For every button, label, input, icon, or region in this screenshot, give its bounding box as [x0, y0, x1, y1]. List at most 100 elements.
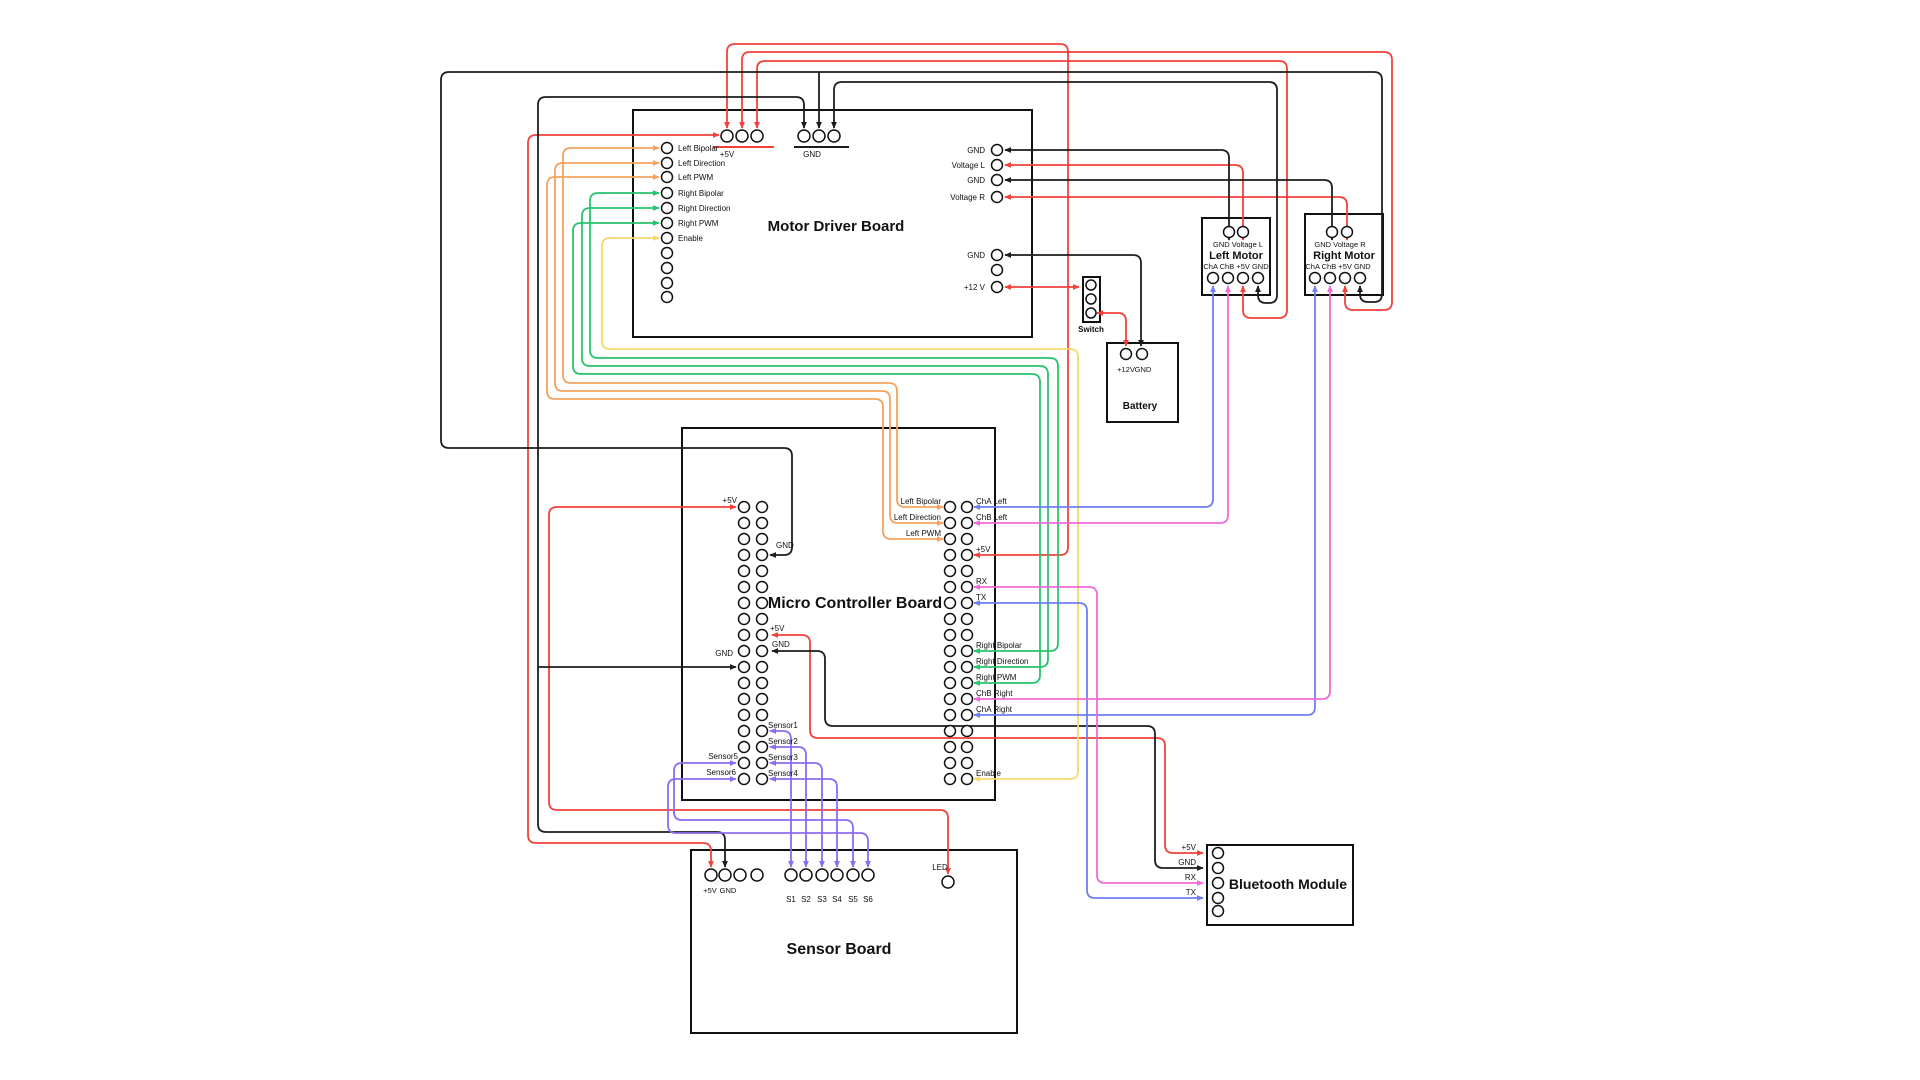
pin	[720, 129, 734, 143]
pin-label: ChA Right	[976, 705, 1013, 714]
pin	[960, 708, 974, 722]
pin	[797, 129, 811, 143]
pin-label: TX	[1186, 888, 1197, 897]
pin	[737, 756, 751, 770]
pin	[737, 612, 751, 626]
pin-label: +5V	[703, 886, 717, 895]
pin-label: Left Direction	[678, 159, 725, 168]
wire-black-16	[1004, 177, 1335, 241]
pin	[861, 868, 875, 882]
pin	[990, 158, 1004, 172]
pin	[1211, 891, 1225, 905]
wire-pink-36	[973, 584, 1204, 886]
pin-label: GND	[967, 251, 985, 260]
pin	[960, 548, 974, 562]
pin	[1236, 225, 1250, 239]
pin	[1251, 271, 1265, 285]
pin	[812, 129, 826, 143]
pin	[960, 772, 974, 786]
pin	[943, 772, 957, 786]
pin	[943, 580, 957, 594]
pin	[755, 628, 769, 642]
pin-label: Right Direction	[976, 657, 1028, 666]
pin	[660, 170, 674, 184]
pin-label: ChB Left	[976, 513, 1008, 522]
pin	[1085, 293, 1097, 305]
pin	[943, 516, 957, 530]
pin	[755, 756, 769, 770]
pin	[943, 548, 957, 562]
wire-purple-27	[769, 744, 809, 868]
pin-label: Enable	[976, 769, 1001, 778]
pin	[1211, 861, 1225, 875]
wire-red-4	[1004, 194, 1350, 241]
pin	[960, 756, 974, 770]
pin	[660, 216, 674, 230]
pin-label: S4	[832, 895, 842, 904]
pin	[960, 580, 974, 594]
battery-label: Battery	[1123, 401, 1158, 412]
pin-label: Left PWM	[678, 173, 713, 182]
pin	[960, 724, 974, 738]
pin-label: Sensor1	[768, 721, 798, 730]
pin	[755, 516, 769, 530]
pin	[990, 263, 1004, 277]
pin	[1211, 904, 1225, 918]
pin	[1353, 271, 1367, 285]
pin-label: +5V	[720, 150, 735, 159]
pin	[990, 143, 1004, 157]
pin	[737, 724, 751, 738]
pin-label: +5V	[723, 496, 738, 505]
pin	[737, 532, 751, 546]
pin	[737, 564, 751, 578]
pin	[733, 868, 747, 882]
pin	[755, 772, 769, 786]
pin-label: Left Bipolar	[678, 144, 719, 153]
wire-red-7	[527, 132, 720, 868]
pin-label: S3	[817, 895, 827, 904]
pin	[1221, 271, 1235, 285]
pin	[660, 156, 674, 170]
pin	[815, 868, 829, 882]
pin-label: +5V	[976, 545, 991, 554]
pin	[660, 276, 674, 290]
pin	[1085, 307, 1097, 319]
pin	[737, 644, 751, 658]
pin-label: Sensor3	[768, 753, 798, 762]
pin	[737, 500, 751, 514]
pin	[960, 516, 974, 530]
pin-label: S6	[863, 895, 873, 904]
pin	[960, 564, 974, 578]
pin-label: Right Direction	[678, 204, 730, 213]
pin-label: +12V	[1117, 365, 1135, 374]
pin-label: GND	[715, 649, 733, 658]
motor-driver-board-label: Motor Driver Board	[768, 218, 905, 235]
pin-label: S1	[786, 895, 796, 904]
pin	[1222, 225, 1236, 239]
pin-label: Voltage R	[950, 193, 985, 202]
pin	[960, 596, 974, 610]
wire-black-17	[1004, 252, 1144, 347]
left-motor-label: Left Motor	[1209, 250, 1263, 262]
pin	[943, 724, 957, 738]
pin	[737, 772, 751, 786]
pin	[660, 231, 674, 245]
pin	[660, 186, 674, 200]
pin	[990, 280, 1004, 294]
pin	[737, 628, 751, 642]
sensor-board-label: Sensor Board	[787, 941, 892, 958]
pin	[943, 596, 957, 610]
pin-label: Right Bipolar	[678, 189, 724, 198]
bluetooth-module	[1206, 844, 1354, 926]
pin-label: Sensor5	[708, 752, 738, 761]
pin-label: Enable	[678, 234, 703, 243]
pin	[943, 612, 957, 626]
pin	[830, 868, 844, 882]
pin	[660, 141, 674, 155]
pin	[750, 129, 764, 143]
pin-label: TX	[976, 593, 987, 602]
pin	[960, 628, 974, 642]
pin	[660, 261, 674, 275]
